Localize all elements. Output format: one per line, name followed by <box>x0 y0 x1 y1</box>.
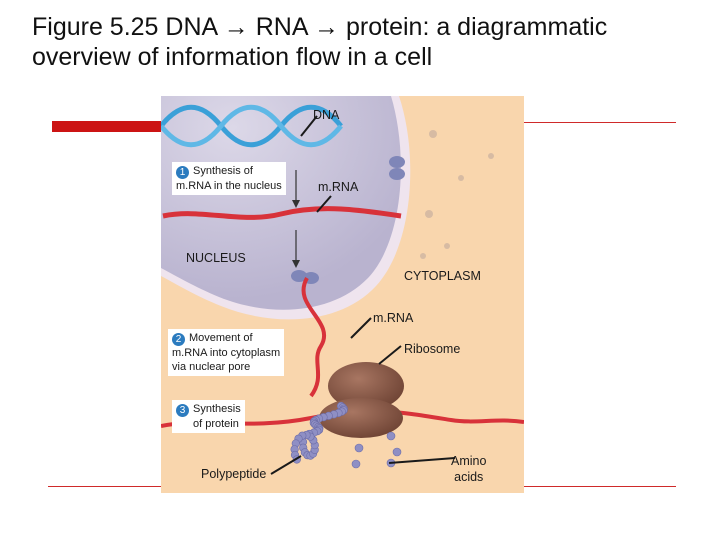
cytoplasm-particles <box>420 130 494 259</box>
step-1-text-line-1: Synthesis of <box>193 165 253 177</box>
mrna-label-top: m.RNA <box>318 180 359 194</box>
top-rule-right <box>524 122 676 123</box>
step-3-text-line-2: of protein <box>193 418 239 430</box>
step-2-text-line-2: m.RNA into cytoplasm <box>172 347 281 359</box>
bottom-rule-right <box>524 486 676 487</box>
slide-title-line-1: Figure 5.25 DNA → RNA → protein: a diagr… <box>32 13 608 41</box>
bottom-rule-left <box>48 486 161 487</box>
polypeptide-label: Polypeptide <box>201 467 267 481</box>
step-2-text-line-1: Movement of <box>189 332 253 344</box>
dna-label: DNA <box>313 108 340 122</box>
step-1-badge: 1 <box>176 166 189 179</box>
step-2-text-line-3: via nuclear pore <box>172 361 251 373</box>
figure-artwork <box>161 96 524 493</box>
amino-acids-label: Amino acids <box>451 453 486 485</box>
mrna-strand-pore <box>301 277 326 398</box>
nucleus-region <box>161 96 401 310</box>
step-1-box: 1 Synthesis of m.RNA in the nucleus <box>172 162 286 195</box>
step-2-box: 2 Movement of m.RNA into cytoplasm via nu… <box>168 329 285 376</box>
amino-acids-label-line-1: Amino <box>451 454 487 468</box>
amino-acids-label-line-2: acids <box>454 470 484 484</box>
flow-arrows <box>292 170 300 268</box>
dna-helix <box>161 104 343 148</box>
ribosome-label: Ribosome <box>404 342 461 356</box>
step-2-badge: 2 <box>172 333 185 346</box>
mrna-label-middle: m.RNA <box>373 311 414 325</box>
step-3-badge: 3 <box>176 404 189 417</box>
nucleus-label: NUCLEUS <box>186 251 246 265</box>
accent-bar <box>52 121 162 132</box>
slide-title-line-2: overview of information flow in a cell <box>32 43 433 71</box>
leader-lines <box>270 115 456 475</box>
cytoplasm-label: CYTOPLASM <box>404 269 481 283</box>
mrna-strand-nucleus <box>162 206 402 220</box>
slide-title: Figure 5.25 DNA → RNA → protein: a diagr… <box>32 12 712 72</box>
polypeptide-chain <box>290 401 348 464</box>
dna-rna-protein-figure: DNA m.RNA NUCLEUS CYTOPLASM m.RNA Riboso… <box>161 96 524 493</box>
step-3-text-line-1: Synthesis <box>193 403 241 415</box>
step-1-text-line-2: m.RNA in the nucleus <box>176 180 282 192</box>
step-3-box: 3 Synthesis of protein <box>172 400 245 433</box>
nuclear-pore-top <box>389 156 405 180</box>
